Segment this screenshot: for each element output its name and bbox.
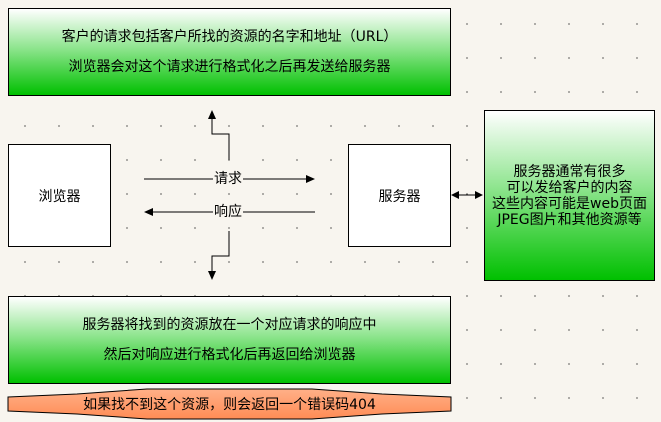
request-arrowhead: [306, 175, 315, 183]
response-arrowhead: [144, 208, 153, 216]
request-description-box: 客户的请求包括客户所找的资源的名字和地址（URL） 浏览器会对这个请求进行格式化…: [8, 8, 451, 96]
request-description-line-1: 客户的请求包括客户所找的资源的名字和地址（URL）: [61, 29, 398, 45]
error-banner: 如果找不到这个资源，则会返回一个错误码404: [7, 388, 452, 420]
request-description-line-2: 浏览器会对这个请求进行格式化之后再发送给服务器: [68, 59, 391, 75]
up-elbow-arrow-line: [211, 118, 230, 160]
error-banner-text: 如果找不到这个资源，则会返回一个错误码404: [83, 397, 376, 413]
server-content-line-2: 可以发给客户的内容: [506, 179, 633, 196]
down-elbow-arrow-line: [211, 231, 230, 272]
response-arrow-label: 响应: [213, 204, 243, 220]
up-arrowhead: [208, 110, 216, 119]
server-content-line-3: 这些内容可能是web页面: [492, 195, 647, 212]
server-content-box: 服务器通常有很多 可以发给客户的内容 这些内容可能是web页面 JPEG图片和其…: [484, 110, 655, 281]
browser-node[interactable]: 浏览器: [8, 144, 111, 247]
left-arrowhead: [451, 191, 459, 199]
banner-shape: [7, 388, 452, 420]
request-arrow-label: 请求: [213, 171, 243, 187]
browser-node-label: 浏览器: [38, 188, 81, 205]
server-content-line-1: 服务器通常有很多: [513, 163, 626, 180]
response-description-box: 服务器将找到的资源放在一个对应请求的响应中 然后对响应进行格式化后再返回给浏览器: [8, 296, 451, 384]
server-node-label: 服务器: [378, 188, 421, 205]
down-arrowhead: [208, 271, 216, 280]
response-description-line-2: 然后对响应进行格式化后再返回给浏览器: [103, 347, 356, 363]
right-arrowhead: [475, 191, 483, 199]
response-description-line-1: 服务器将找到的资源放在一个对应请求的响应中: [82, 317, 377, 333]
server-content-line-4: JPEG图片和其他资源等: [497, 211, 642, 228]
server-node[interactable]: 服务器: [348, 144, 451, 247]
